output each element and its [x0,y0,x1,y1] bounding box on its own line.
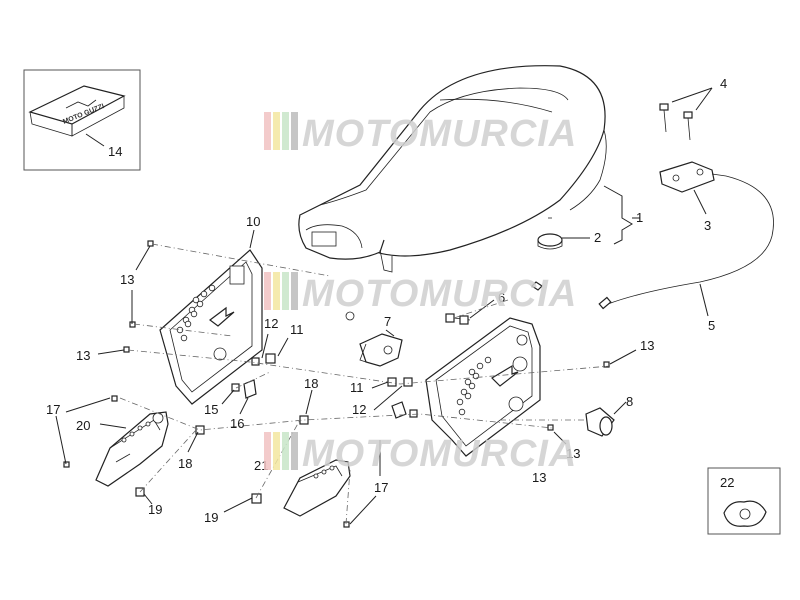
right-side-panel [425,281,543,457]
label-17-b: 17 [374,480,388,495]
assembly-axes [119,243,611,525]
label-18-a: 18 [178,456,192,471]
part-7-bracket: 7 [345,311,403,367]
watermarks: MOTOMURCIA MOTOMURCIA MOTOMURCIA [264,112,577,475]
label-12-b: 12 [352,402,366,417]
label-17-a: 17 [46,402,60,417]
label-3: 3 [704,218,711,233]
kit-inset-frame [23,69,141,171]
label-1: 1 [636,210,643,225]
label-11-a: 11 [290,322,304,337]
label-10: 10 [246,214,260,229]
seat-latch [311,231,337,247]
label-7: 7 [384,314,391,329]
label-19-a: 19 [148,502,162,517]
watermark-text-bottom: MOTOMURCIA [302,433,577,475]
label-6: 6 [498,290,505,305]
label-20: 20 [76,418,90,433]
part-8-grommet: 8 [585,394,633,437]
label-16: 16 [230,416,244,431]
seat [298,65,607,273]
label-22: 22 [720,475,734,490]
screw-head [659,103,669,111]
label-11-b: 11 [350,380,364,395]
label-13-c: 13 [640,338,654,353]
gasket-inset: 22 [707,467,781,535]
label-4: 4 [720,76,727,91]
label-13-d: 13 [566,446,580,461]
eagle-logo-icon [65,99,97,109]
part-3-lock: 3 [659,161,727,233]
part-5-cable: 5 [598,175,774,333]
label-2: 2 [594,230,601,245]
label-8: 8 [626,394,633,409]
label-5: 5 [708,318,715,333]
left-side-panel: 10 [159,214,263,405]
vent-holes [176,284,216,342]
label-13-a: 13 [120,272,134,287]
label-15: 15 [204,402,218,417]
label-13-e: 13 [532,470,546,485]
watermark-text-top: MOTOMURCIA [302,113,577,155]
label-18-b: 18 [304,376,318,391]
part-20-left-cover: 20 [76,411,169,487]
label-12-a: 12 [264,316,278,331]
part-2-rubber-pad: 2 [537,217,601,250]
leaders-and-labels: 13 13 13 13 13 11 12 11 12 15 16 17 [46,245,654,525]
label-19-b: 19 [204,510,218,525]
label-1-group: 1 [603,185,643,245]
label-14: 14 [108,144,122,159]
label-13-b: 13 [76,348,90,363]
watermark-text-middle: MOTOMURCIA [302,273,577,315]
part-4-screws: 4 [659,76,727,141]
kit-inset: MOTO GUZZI 14 [23,69,141,171]
